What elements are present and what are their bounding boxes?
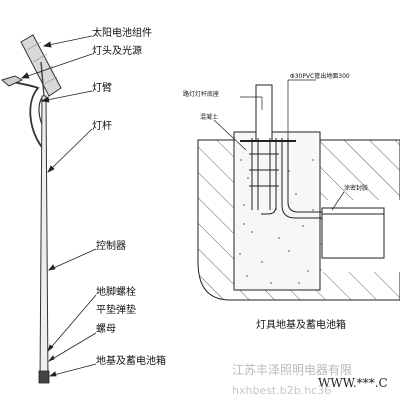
site-watermark: hxhbest.b2b.hc36 — [232, 384, 332, 397]
company-watermark: 江苏丰泽照明电器有限 — [232, 363, 353, 377]
lamp-head-label: 灯头及光源 — [92, 46, 142, 57]
solar-module-leader — [43, 35, 93, 47]
solar-panel — [20, 34, 62, 97]
foundation-battery-box-leader — [49, 363, 97, 377]
controller-leader — [48, 248, 97, 271]
seal-leader — [331, 191, 345, 211]
concrete-label: 混凝土 — [200, 114, 219, 121]
pole-leader-lines — [21, 35, 97, 377]
lamp-head — [0, 75, 24, 87]
lamp-pole-leader — [47, 128, 93, 173]
foundation-battery-box-label: 地基及蓄电池箱 — [96, 356, 166, 367]
foundation-leader-lines — [213, 79, 345, 211]
lamp-arm — [7, 79, 45, 151]
solar-module-label: 太阳电池组件 — [92, 28, 152, 39]
nut-leader — [48, 332, 97, 362]
battery-box — [321, 207, 385, 259]
lamp-arm-leader — [41, 90, 93, 102]
controller-label: 控制器 — [96, 241, 126, 252]
spring-washer-label: 平垫弹垫 — [96, 305, 136, 316]
anchor-bolt-label: 地脚螺栓 — [96, 287, 136, 298]
seal-label: 涂密封胶 — [344, 185, 369, 192]
anchor-bolts — [249, 138, 279, 215]
pole-base-plate — [240, 84, 296, 142]
lamp-pole-label: 灯杆 — [92, 121, 112, 132]
lamp-arm-label: 灯臂 — [92, 83, 112, 94]
concrete-leader — [213, 119, 247, 151]
pvc-conduit — [281, 138, 330, 219]
lamp-pole — [38, 95, 50, 384]
concrete-block — [233, 131, 321, 291]
anchor-bolt-leader — [47, 294, 97, 352]
concrete-aggregate-dots — [239, 159, 314, 284]
pvc-pipe-label: Φ30PVC管出地面300 — [290, 73, 350, 80]
lamp-head-leader — [21, 53, 93, 79]
url-watermark: WWW.***.C — [318, 376, 388, 390]
nut-label: 螺母 — [96, 324, 116, 335]
foundation-caption: 灯具地基及蓄电池箱 — [256, 320, 346, 331]
pole-base-label: 路灯灯杆底座 — [183, 91, 220, 98]
